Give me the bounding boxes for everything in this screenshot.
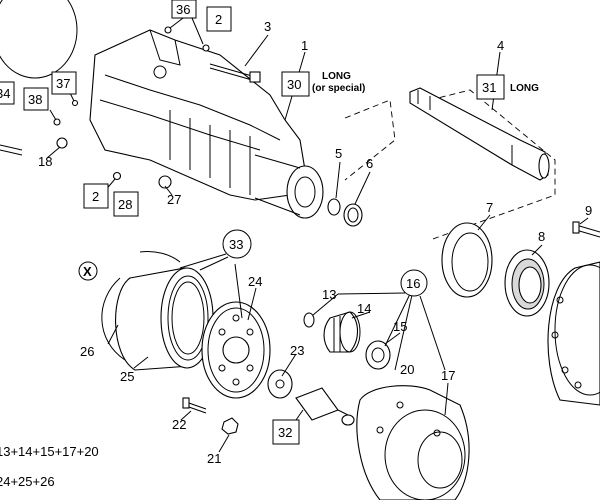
leader-lines (46, 14, 589, 453)
box-32: 32 (272, 419, 300, 445)
svg-text:31: 31 (482, 80, 496, 95)
svg-text:34: 34 (0, 86, 10, 101)
callout-8: 8 (538, 229, 545, 244)
callout-22: 22 (172, 417, 186, 432)
svg-text:33: 33 (229, 237, 243, 252)
svg-text:2: 2 (215, 12, 222, 27)
note-long-1: LONG (322, 71, 351, 82)
svg-text:30: 30 (287, 77, 301, 92)
ring-gear-25 (101, 251, 214, 371)
box-30: 30 (281, 71, 310, 97)
callout-9: 9 (585, 203, 592, 218)
callout-27: 27 (167, 192, 181, 207)
callout-3: 3 (264, 19, 271, 34)
callout-6: 6 (366, 156, 373, 171)
gear-14 (323, 311, 361, 353)
axle-housing (89, 29, 324, 219)
stud-22 (182, 397, 207, 414)
svg-text:32: 32 (278, 425, 292, 440)
gasket-ring-34 (0, 0, 78, 79)
stud-18-area (0, 26, 210, 189)
svg-text:X: X (83, 264, 92, 279)
box-34: 34 (0, 81, 15, 105)
stud-9 (572, 221, 600, 238)
note-or-special: (or special) (312, 83, 365, 94)
callout-26: 26 (80, 344, 94, 359)
box-2-top: 2 (206, 6, 232, 32)
callout-4: 4 (497, 38, 504, 53)
note-sum-2: 24+25+26 (0, 474, 55, 489)
callout-17: 17 (441, 368, 455, 383)
box-2-left: 2 (83, 183, 109, 209)
callout-23: 23 (290, 343, 304, 358)
shim-23 (267, 369, 293, 399)
callout-13: 13 (322, 287, 336, 302)
dash-box-1 (344, 99, 396, 181)
dash-box-2 (429, 89, 556, 241)
shaft-4 (409, 87, 550, 181)
callout-5: 5 (335, 146, 342, 161)
washer-5 (327, 198, 341, 216)
washer-6 (343, 203, 363, 227)
wheel-hub (547, 261, 600, 406)
callout-20: 20 (400, 362, 414, 377)
bolt-3 (209, 63, 261, 83)
callout-21: 21 (207, 451, 221, 466)
callout-7: 7 (486, 200, 493, 215)
circle-33: 33 (222, 229, 252, 259)
callout-25: 25 (120, 369, 134, 384)
svg-text:37: 37 (56, 76, 70, 91)
box-37: 37 (51, 71, 77, 95)
callout-15: 15 (393, 319, 407, 334)
circle-x: X (78, 261, 98, 281)
shaft-32 (295, 387, 355, 426)
nut-21 (221, 417, 239, 435)
housing-17 (356, 385, 470, 500)
gear-24 (201, 301, 271, 399)
gear-15 (365, 340, 391, 370)
box-36: 36 (171, 0, 197, 19)
callout-18: 18 (38, 154, 52, 169)
callout-24: 24 (248, 274, 262, 289)
circle-16: 16 (400, 269, 428, 297)
circlip-13 (303, 312, 315, 328)
callout-1: 1 (301, 38, 308, 53)
bearing-8 (504, 249, 550, 317)
svg-text:28: 28 (118, 197, 132, 212)
seal-7 (441, 222, 493, 298)
note-long-2: LONG (510, 83, 539, 94)
box-28: 28 (113, 191, 139, 217)
svg-text:16: 16 (406, 276, 420, 291)
box-38: 38 (23, 87, 49, 111)
svg-text:36: 36 (176, 2, 190, 17)
box-31: 31 (476, 74, 505, 100)
callout-14: 14 (357, 301, 371, 316)
svg-text:2: 2 (92, 189, 99, 204)
note-sum-1: 13+14+15+17+20 (0, 444, 99, 459)
svg-text:38: 38 (28, 92, 42, 107)
